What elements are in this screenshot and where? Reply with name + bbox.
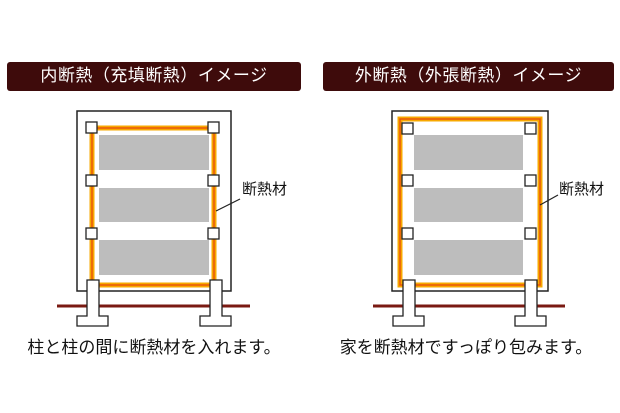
floor-panel <box>414 135 523 170</box>
internal-insulation-caption: 柱と柱の間に断熱材を入れます。 <box>27 338 281 358</box>
foundations <box>392 279 547 327</box>
insulation-label: 断熱材 <box>559 180 605 198</box>
external-insulation-caption: 家を断熱材ですっぽり包みます。 <box>339 338 593 358</box>
foundations <box>76 279 232 327</box>
insulation-label: 断熱材 <box>242 180 288 198</box>
floor-panel <box>99 188 209 222</box>
floor-panel <box>99 135 209 170</box>
house-outline <box>76 110 232 292</box>
floor-panel <box>414 188 523 222</box>
insulation-frame <box>89 125 217 288</box>
posts <box>401 122 537 240</box>
leader-line <box>539 194 559 206</box>
posts <box>85 121 220 240</box>
insulation-frame <box>397 116 543 288</box>
leader-line <box>215 198 241 212</box>
internal-insulation-title: 内断熱（充填断熱）イメージ <box>7 62 301 91</box>
floor-panel <box>414 240 523 275</box>
external-insulation-title: 外断熱（外張断熱）イメージ <box>323 62 614 91</box>
floor-panel <box>99 240 209 275</box>
